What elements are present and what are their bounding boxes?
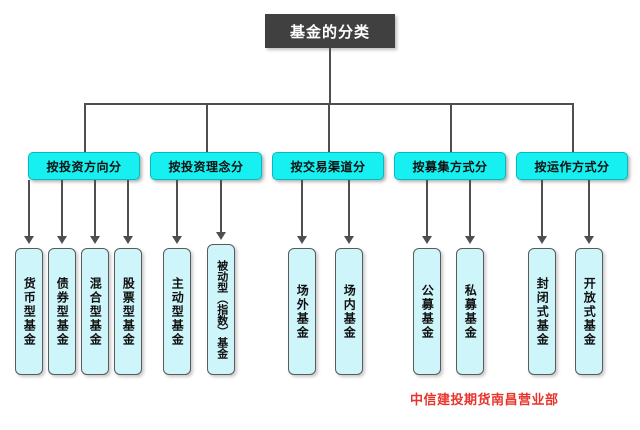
leaf-label: 混合型基金 xyxy=(88,276,103,347)
leaf-label: 被动型（指数）基金 xyxy=(215,260,228,359)
leaf-label: 主动型基金 xyxy=(170,276,185,347)
category-label: 按投资方向分 xyxy=(46,159,122,174)
connector-bus-to-category-1 xyxy=(84,103,86,152)
leaf-box-money-market-fund[interactable]: 货币型基金 xyxy=(15,248,43,375)
leaf-label: 开放式基金 xyxy=(582,276,597,347)
category-box-by-operation-method[interactable]: 按运作方式分 xyxy=(516,152,628,180)
category-label: 按运作方式分 xyxy=(534,159,610,174)
leaf-box-hybrid-fund[interactable]: 混合型基金 xyxy=(81,248,109,375)
connector-to-leaf-3 xyxy=(94,180,96,238)
connector-to-leaf-4 xyxy=(127,180,129,238)
leaf-label: 股票型基金 xyxy=(121,276,136,347)
connector-bus-to-category-4 xyxy=(450,103,452,152)
leaf-box-open-end-fund[interactable]: 开放式基金 xyxy=(575,248,603,375)
arrowhead-leaf-8 xyxy=(344,236,354,244)
leaf-label: 场内基金 xyxy=(342,283,357,340)
connector-bus-to-category-3 xyxy=(328,103,330,152)
leaf-box-passive-index-fund[interactable]: 被动型（指数）基金 xyxy=(207,244,235,375)
arrowhead-leaf-10 xyxy=(465,236,475,244)
category-label: 按募集方式分 xyxy=(412,159,488,174)
connector-to-leaf-1 xyxy=(28,180,30,238)
connector-to-leaf-10 xyxy=(469,180,471,238)
connector-to-leaf-12 xyxy=(588,180,590,238)
connector-to-leaf-8 xyxy=(348,180,350,238)
leaf-box-bond-fund[interactable]: 债券型基金 xyxy=(48,248,76,375)
connector-to-leaf-11 xyxy=(541,180,543,238)
category-box-by-investment-direction[interactable]: 按投资方向分 xyxy=(28,152,140,180)
connector-root-trunk xyxy=(329,48,331,103)
arrowhead-leaf-12 xyxy=(584,236,594,244)
arrowhead-leaf-6 xyxy=(216,232,226,240)
leaf-label: 货币型基金 xyxy=(22,276,37,347)
leaf-box-equity-fund[interactable]: 股票型基金 xyxy=(114,248,142,375)
arrowhead-leaf-7 xyxy=(297,236,307,244)
leaf-label: 公募基金 xyxy=(420,283,435,340)
category-box-by-raising-method[interactable]: 按募集方式分 xyxy=(394,152,506,180)
leaf-label: 私募基金 xyxy=(463,283,478,340)
connector-to-leaf-5 xyxy=(176,180,178,238)
leaf-box-otc-fund[interactable]: 场外基金 xyxy=(288,248,316,375)
connector-to-leaf-9 xyxy=(426,180,428,238)
leaf-label: 场外基金 xyxy=(295,283,310,340)
category-box-by-investment-philosophy[interactable]: 按投资理念分 xyxy=(150,152,262,180)
connector-to-leaf-7 xyxy=(301,180,303,238)
connector-bus-to-category-5 xyxy=(572,103,574,152)
arrowhead-leaf-4 xyxy=(123,236,133,244)
leaf-box-private-offering-fund[interactable]: 私募基金 xyxy=(456,248,484,375)
leaf-box-exchange-traded-fund[interactable]: 场内基金 xyxy=(335,248,363,375)
arrowhead-leaf-3 xyxy=(90,236,100,244)
category-label: 按投资理念分 xyxy=(168,159,244,174)
leaf-label: 封闭式基金 xyxy=(535,276,550,347)
leaf-label: 债券型基金 xyxy=(55,276,70,347)
category-label: 按交易渠道分 xyxy=(290,159,366,174)
root-node-label: 基金的分类 xyxy=(289,23,370,41)
category-box-by-trading-channel[interactable]: 按交易渠道分 xyxy=(272,152,384,180)
arrowhead-leaf-1 xyxy=(24,236,34,244)
connector-to-leaf-6 xyxy=(220,180,222,234)
arrowhead-leaf-9 xyxy=(422,236,432,244)
leaf-box-closed-end-fund[interactable]: 封闭式基金 xyxy=(528,248,556,375)
connector-to-leaf-2 xyxy=(61,180,63,238)
arrowhead-leaf-11 xyxy=(537,236,547,244)
root-node-fund-classification: 基金的分类 xyxy=(265,14,395,48)
arrowhead-leaf-2 xyxy=(57,236,67,244)
arrowhead-leaf-5 xyxy=(172,236,182,244)
footer-branding-text: 中信建投期货南昌营业部 xyxy=(410,392,559,407)
connector-bus-to-category-2 xyxy=(206,103,208,152)
leaf-box-active-fund[interactable]: 主动型基金 xyxy=(163,248,191,375)
leaf-box-public-offering-fund[interactable]: 公募基金 xyxy=(413,248,441,375)
